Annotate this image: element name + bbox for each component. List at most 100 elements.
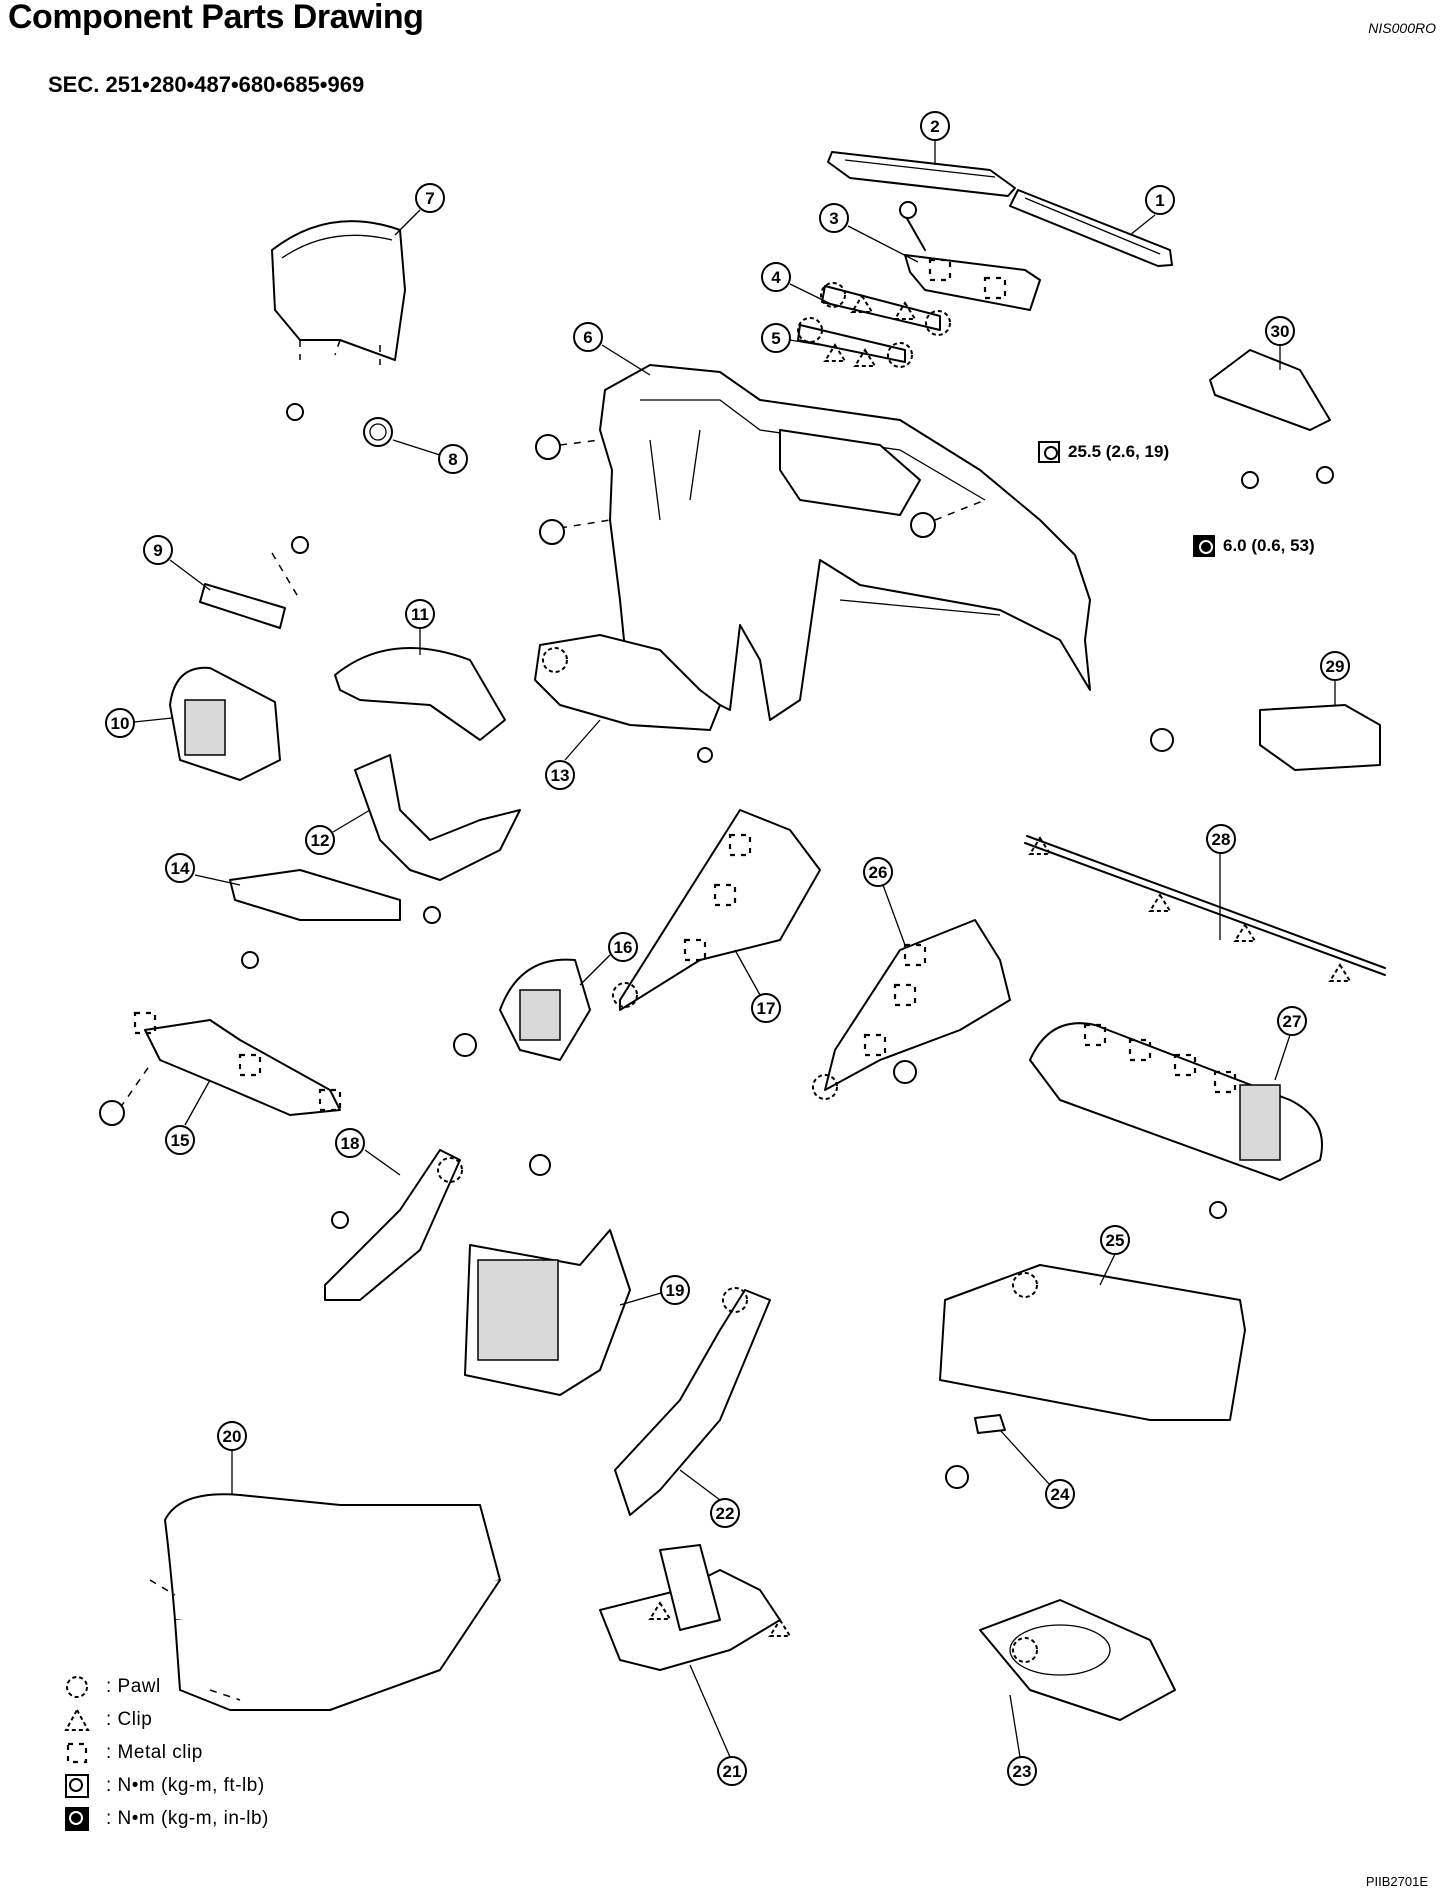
callout-24-label: 24: [1051, 1485, 1070, 1504]
page-title: Component Parts Drawing: [8, 0, 424, 36]
callout-10: [105, 708, 135, 738]
callout-27: [1277, 1006, 1307, 1036]
callout-14-label: 14: [171, 859, 190, 878]
part-22-finisher: [614, 1289, 771, 1516]
part-19-audio-unit: [464, 1154, 631, 1396]
callout-17: [751, 993, 781, 1023]
callout-9: [143, 535, 173, 565]
callout-15: [165, 1125, 195, 1155]
callout-12-label: 12: [311, 831, 330, 850]
callout-15-label: 15: [171, 1131, 190, 1150]
callout-23: [1007, 1756, 1037, 1786]
part-24-glove-box-striker: [945, 1414, 1006, 1489]
callout-16-label: 16: [614, 938, 633, 957]
legend-row-torque-in-lb: : N•m (kg-m, in-lb): [60, 1804, 269, 1834]
part-2-defroster-grille-lh: [827, 151, 1016, 197]
torque-spec-1: 25.5 (2.6, 19): [1038, 441, 1169, 463]
pawl-symbol: [60, 1674, 94, 1700]
callout-21: [717, 1756, 747, 1786]
callout-7: [415, 183, 445, 213]
metal-clip-symbol: [60, 1740, 94, 1766]
part-21-shift-finisher: [599, 1544, 781, 1671]
part-23-cup-holder: [979, 1599, 1176, 1721]
callout-18: [335, 1128, 365, 1158]
callouts: 1 2 3 4 5 6 7 8 9 10 11 12 13 14 15 16 1: [105, 111, 1350, 1786]
callout-27-label: 27: [1283, 1012, 1302, 1031]
callout-10-label: 10: [111, 714, 130, 733]
part-27-center-vent-duct: [1029, 1022, 1323, 1219]
part-8-grommet: [363, 417, 393, 447]
callout-13-label: 13: [551, 766, 570, 785]
callout-26: [863, 857, 893, 887]
callout-25-label: 25: [1106, 1231, 1125, 1250]
part-14-bracket: [229, 869, 401, 969]
callout-20-label: 20: [223, 1427, 242, 1446]
part-13-lower-panel: [534, 634, 721, 763]
legend-text-metal-clip: : Metal clip: [106, 1742, 203, 1763]
part-15-lower-panel-lh: [99, 1019, 341, 1126]
callout-1: [1145, 185, 1175, 215]
callout-8: [438, 444, 468, 474]
callout-19-label: 19: [666, 1281, 685, 1300]
callout-22: [710, 1498, 740, 1528]
callout-18-label: 18: [341, 1134, 360, 1153]
callout-26-label: 26: [869, 863, 888, 882]
callout-20: [217, 1421, 247, 1451]
callout-24: [1045, 1479, 1075, 1509]
callout-28: [1206, 824, 1236, 854]
part-12-column-cover-lower: [354, 754, 521, 924]
callout-4-label: 4: [771, 268, 781, 287]
callout-11: [405, 599, 435, 629]
callout-28-label: 28: [1212, 830, 1231, 849]
callout-11-label: 11: [411, 605, 429, 624]
legend-row-metal-clip: : Metal clip: [60, 1738, 269, 1768]
torque-in-lb-icon: [60, 1806, 94, 1832]
callout-5-label: 5: [771, 329, 780, 348]
fastener-markers: [133, 258, 1352, 1663]
callout-4: [761, 262, 791, 292]
part-18-finisher: [324, 1149, 461, 1301]
callout-13: [545, 760, 575, 790]
part-16-center-vent: [453, 958, 591, 1061]
callout-12: [305, 825, 335, 855]
part-11-column-cover-upper: [334, 647, 506, 741]
callout-25: [1100, 1225, 1130, 1255]
callout-6: [573, 322, 603, 352]
callout-9-label: 9: [153, 541, 162, 560]
callout-29-label: 29: [1326, 657, 1345, 676]
torque-spec-2: 6.0 (0.6, 53): [1193, 535, 1315, 557]
legend: : Pawl : Clip : Metal clip : N•m (kg-m, …: [60, 1672, 269, 1837]
callout-3-label: 3: [829, 209, 838, 228]
part-9-trim-strip: [199, 536, 309, 629]
callout-2: [920, 111, 950, 141]
part-3-bracket: [899, 201, 1041, 311]
callout-8-label: 8: [448, 450, 457, 469]
callout-6-label: 6: [583, 328, 592, 347]
part-6-instrument-panel: [535, 364, 1091, 721]
callout-29: [1320, 651, 1350, 681]
callout-3: [819, 203, 849, 233]
torque-in-lb-icon: [1193, 535, 1215, 557]
callout-16: [608, 932, 638, 962]
torque-ft-lb-icon: [1038, 441, 1060, 463]
legend-row-torque-ft-lb: : N•m (kg-m, ft-lb): [60, 1771, 269, 1801]
callout-30-label: 30: [1271, 322, 1290, 341]
callout-23-label: 23: [1013, 1762, 1032, 1781]
callout-21-label: 21: [723, 1762, 742, 1781]
part-4-vent-strip: [821, 285, 941, 331]
part-28-reinforcement-bar: [1024, 835, 1386, 976]
part-25-glove-box: [939, 1264, 1246, 1421]
callout-5: [761, 323, 791, 353]
part-7-cluster-lid: [271, 220, 406, 421]
part-29-control-unit: [1150, 704, 1381, 771]
torque-spec-1-value: 25.5 (2.6, 19): [1068, 442, 1170, 461]
callout-17-label: 17: [757, 999, 776, 1018]
part-30-passenger-airbag: [1209, 349, 1334, 489]
part-10-side-vent: [169, 666, 281, 781]
torque-ft-lb-icon: [60, 1773, 94, 1799]
callout-1-label: 1: [1155, 191, 1164, 210]
legend-text-clip: : Clip: [106, 1709, 153, 1730]
callout-7-label: 7: [425, 189, 434, 208]
part-1-defroster-grille-rh: [1009, 189, 1173, 267]
